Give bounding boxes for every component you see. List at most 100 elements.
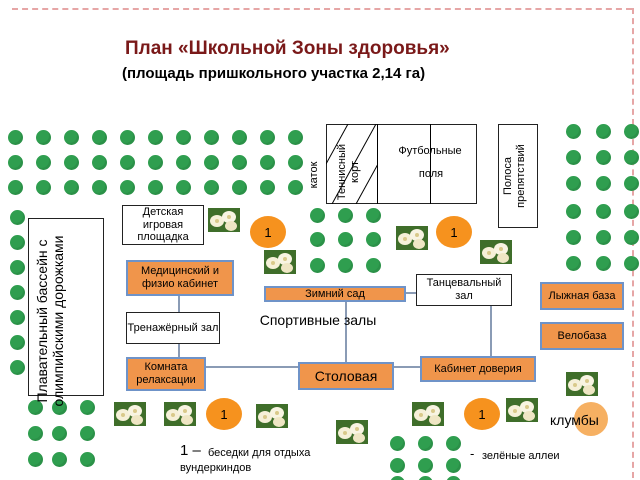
tree-dot-icon bbox=[566, 256, 581, 271]
skating-rink-label: каток bbox=[308, 161, 320, 189]
relaxation-room-box: Комната релаксации bbox=[126, 357, 206, 391]
tree-dot-icon bbox=[310, 258, 325, 273]
tree-dot-icon bbox=[52, 452, 67, 467]
tree-dot-icon bbox=[418, 436, 433, 451]
tree-dot-icon bbox=[80, 452, 95, 467]
tree-dot-icon bbox=[204, 180, 219, 195]
tree-dot-icon bbox=[36, 180, 51, 195]
tree-dot-icon bbox=[36, 130, 51, 145]
tennis-court-hatching-icon bbox=[326, 124, 378, 204]
rose-flower-icon bbox=[164, 402, 196, 426]
rose-flower-icon bbox=[114, 402, 146, 426]
sport-halls-label: Спортивные залы bbox=[259, 312, 377, 328]
legend-gazebo-text: беседки для отдыха вундеркиндов bbox=[180, 447, 311, 474]
tree-dot-icon bbox=[260, 180, 275, 195]
connector-right-vertical bbox=[490, 290, 492, 362]
tree-dot-icon bbox=[624, 230, 639, 245]
tree-dot-icon bbox=[8, 155, 23, 170]
tree-dot-icon bbox=[52, 400, 67, 415]
field-divider bbox=[430, 124, 431, 204]
tree-dot-icon bbox=[624, 204, 639, 219]
tree-dot-icon bbox=[260, 130, 275, 145]
tree-dot-icon bbox=[64, 180, 79, 195]
tree-dot-icon bbox=[232, 180, 247, 195]
tree-dot-icon bbox=[624, 124, 639, 139]
gazebo-marker: 1 bbox=[206, 398, 242, 430]
tree-dot-icon bbox=[176, 180, 191, 195]
gym-box: Тренажёрный зал bbox=[126, 312, 220, 344]
tree-dot-icon bbox=[10, 335, 25, 350]
tree-dot-icon bbox=[10, 360, 25, 375]
plan-title: План «Школьной Зоны здоровья» bbox=[125, 38, 450, 59]
tree-dot-icon bbox=[148, 155, 163, 170]
tree-dot-icon bbox=[390, 476, 405, 480]
tree-dot-icon bbox=[28, 426, 43, 441]
tree-dot-icon bbox=[310, 232, 325, 247]
football-fields-label: Футбольные bbox=[398, 145, 462, 157]
tree-dot-icon bbox=[120, 130, 135, 145]
tree-dot-icon bbox=[366, 258, 381, 273]
tree-dot-icon bbox=[596, 176, 611, 191]
connector-dance-winter bbox=[405, 292, 417, 294]
tree-dot-icon bbox=[624, 256, 639, 271]
ski-base-box: Лыжная база bbox=[540, 282, 624, 310]
rose-flower-icon bbox=[480, 240, 512, 264]
gazebo-marker: 1 bbox=[436, 216, 472, 248]
tree-dot-icon bbox=[8, 180, 23, 195]
tree-dot-icon bbox=[338, 258, 353, 273]
tree-dot-icon bbox=[92, 130, 107, 145]
dance-hall-box: Танцевальный зал bbox=[416, 274, 512, 306]
tree-dot-icon bbox=[596, 256, 611, 271]
tree-dot-icon bbox=[10, 285, 25, 300]
rose-flower-icon bbox=[506, 398, 538, 422]
tree-dot-icon bbox=[288, 130, 303, 145]
rose-flower-icon bbox=[396, 226, 428, 250]
tree-dot-icon bbox=[28, 452, 43, 467]
tree-dot-icon bbox=[120, 155, 135, 170]
tree-dot-icon bbox=[176, 130, 191, 145]
tree-dot-icon bbox=[92, 180, 107, 195]
tree-dot-icon bbox=[566, 176, 581, 191]
tree-dot-icon bbox=[28, 400, 43, 415]
rose-flower-icon bbox=[566, 372, 598, 396]
rose-flower-icon bbox=[336, 420, 368, 444]
tree-dot-icon bbox=[566, 204, 581, 219]
tree-dot-icon bbox=[148, 180, 163, 195]
tree-dot-icon bbox=[260, 155, 275, 170]
tree-dot-icon bbox=[566, 124, 581, 139]
plan-subtitle: (площадь пришкольного участка 2,14 га) bbox=[122, 65, 426, 82]
decorative-frame-top bbox=[12, 8, 632, 10]
tree-dot-icon bbox=[390, 436, 405, 451]
swimming-pool-label: Плавательный бассейн с олимпийскими доро… bbox=[34, 235, 67, 407]
tree-dot-icon bbox=[596, 230, 611, 245]
rose-flower-icon bbox=[264, 250, 296, 274]
tree-dot-icon bbox=[390, 458, 405, 473]
legend-alley-text: зелёные аллеи bbox=[482, 450, 560, 462]
tree-dot-icon bbox=[176, 155, 191, 170]
tree-dot-icon bbox=[52, 426, 67, 441]
tree-dot-icon bbox=[10, 210, 25, 225]
medical-room-box: Медицинский и физио кабинет bbox=[126, 260, 234, 296]
obstacle-course-box bbox=[498, 124, 538, 228]
tennis-court-label: Теннисный корт bbox=[336, 143, 361, 201]
tree-dot-icon bbox=[566, 230, 581, 245]
tree-dot-icon bbox=[338, 232, 353, 247]
obstacle-course-label: Полоса препятствий bbox=[502, 144, 527, 208]
tree-dot-icon bbox=[418, 458, 433, 473]
gazebo-marker: 1 bbox=[250, 216, 286, 248]
tree-dot-icon bbox=[288, 180, 303, 195]
connector-center-vertical bbox=[345, 300, 347, 362]
tree-dot-icon bbox=[10, 310, 25, 325]
tree-dot-icon bbox=[566, 150, 581, 165]
tree-dot-icon bbox=[120, 180, 135, 195]
tree-dot-icon bbox=[10, 260, 25, 275]
football-fields-label-2: поля bbox=[418, 168, 444, 180]
tree-dot-icon bbox=[338, 208, 353, 223]
tree-dot-icon bbox=[624, 176, 639, 191]
tree-dot-icon bbox=[446, 476, 461, 480]
tree-dot-icon bbox=[288, 155, 303, 170]
tree-dot-icon bbox=[596, 204, 611, 219]
tree-dot-icon bbox=[232, 130, 247, 145]
winter-garden-box: Зимний сад bbox=[264, 286, 406, 302]
